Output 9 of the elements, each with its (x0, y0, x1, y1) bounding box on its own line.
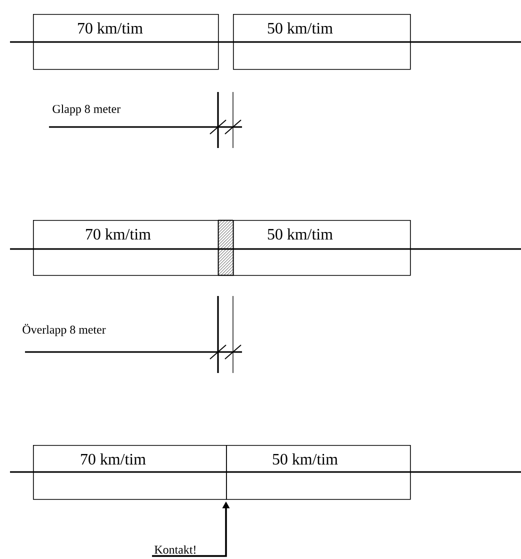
speed-zone-box: 70 km/tim (33, 14, 219, 70)
speed-zone-box: 50 km/tim (226, 445, 411, 500)
dimension-label: Överlapp 8 meter (22, 324, 106, 336)
speed-zone-box: 70 km/tim (33, 220, 234, 276)
dimension-label: Glapp 8 meter (52, 104, 120, 116)
callout-text: Kontakt! (154, 545, 196, 554)
speed-zone-box: 50 km/tim (233, 14, 411, 70)
speed-zone-box: 50 km/tim (218, 220, 411, 276)
speed-zone-box: 70 km/tim (33, 445, 227, 500)
